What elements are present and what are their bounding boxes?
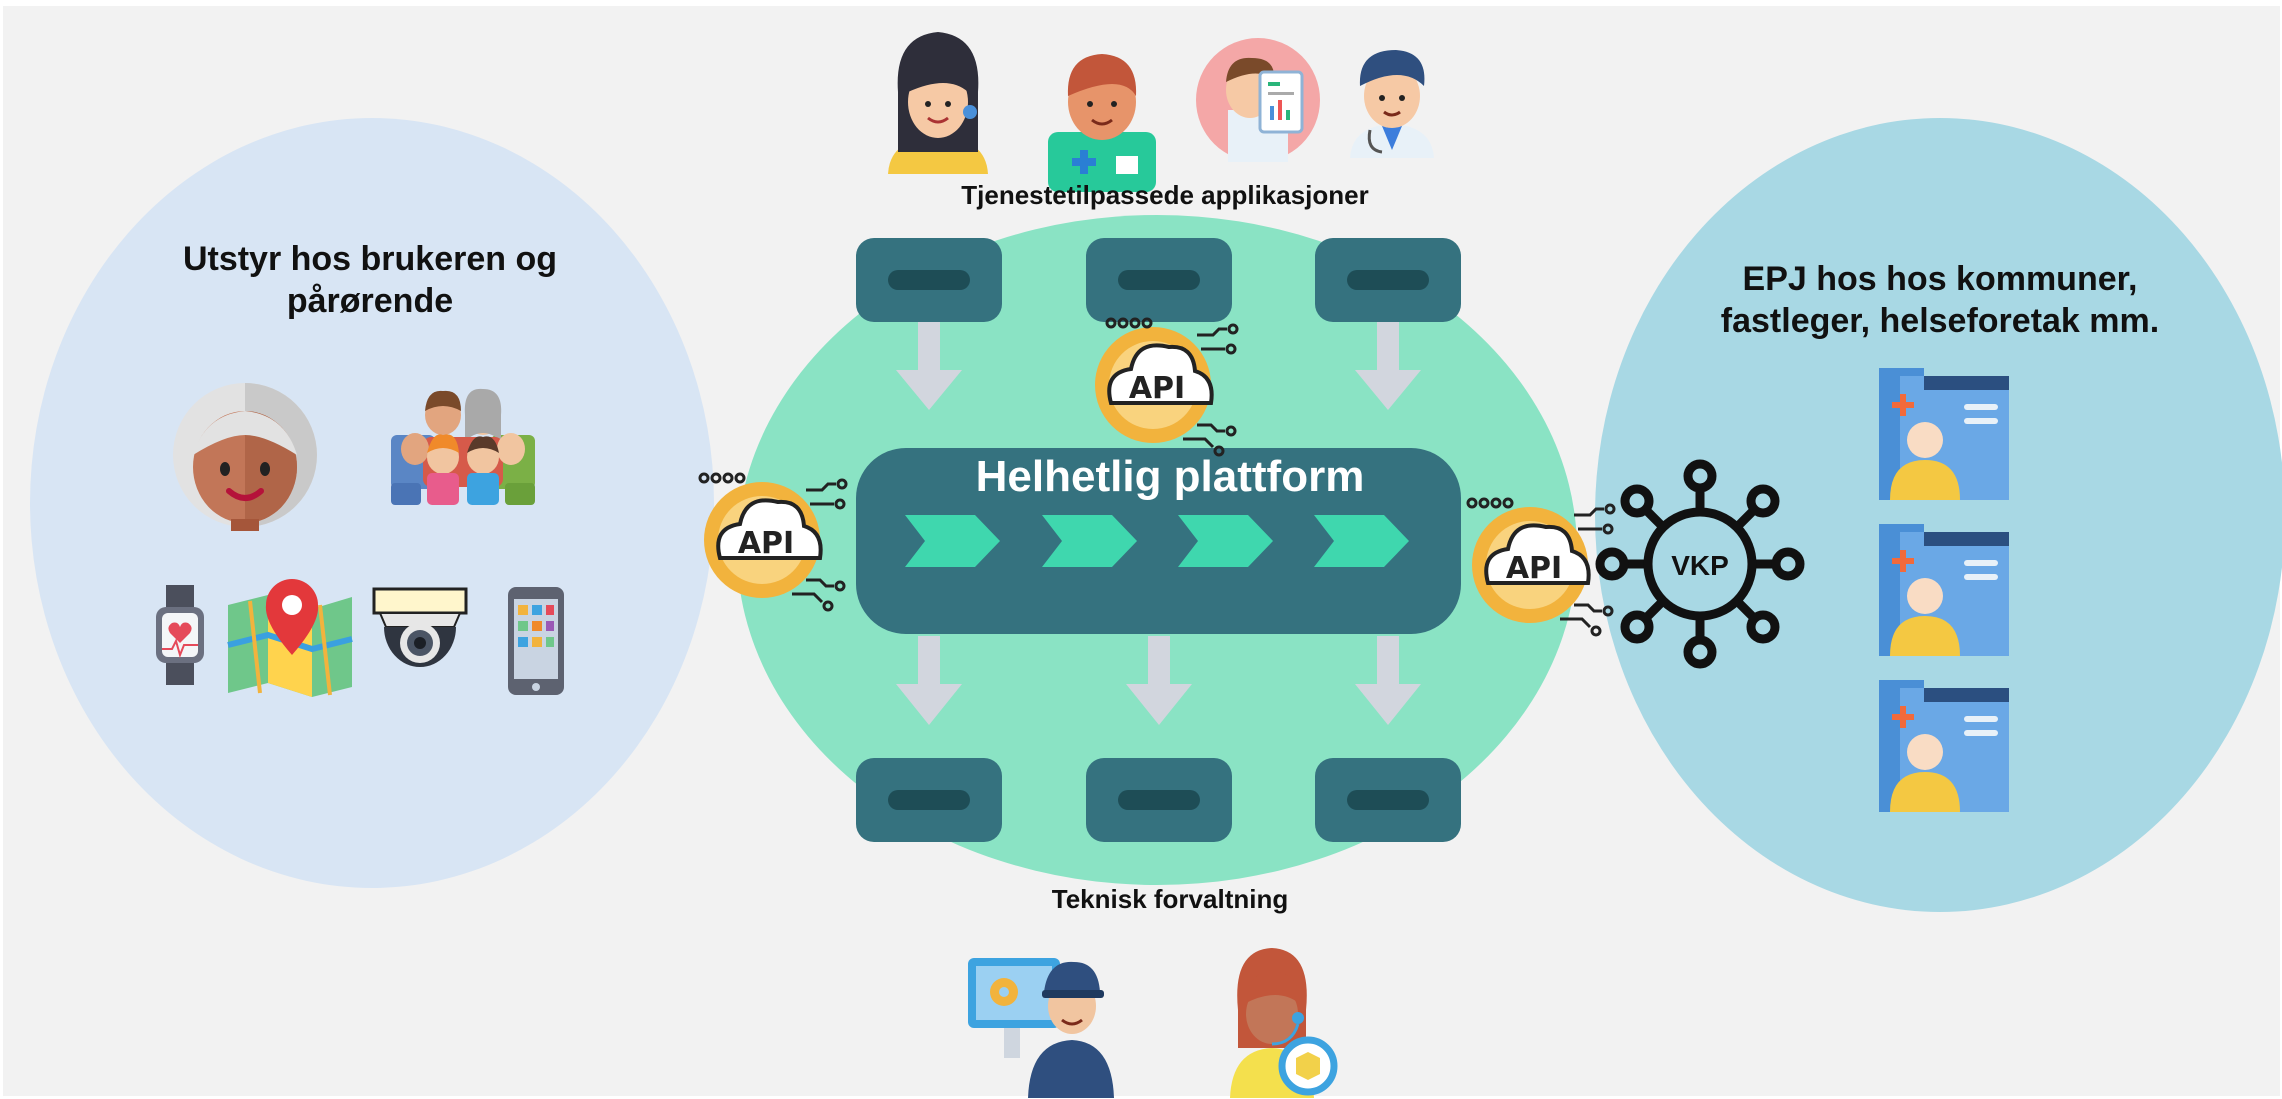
platform-chevron-1 — [905, 515, 1000, 567]
bottom-box-3 — [1315, 758, 1461, 842]
user-equipment-title: Utstyr hos brukeren og pårørende — [182, 240, 558, 320]
api-label-right: API — [1506, 551, 1562, 586]
mobile-phone-icon — [508, 587, 564, 695]
down-arrow-top-1 — [896, 322, 962, 410]
vkp-label: VKP — [1671, 550, 1729, 581]
platform-chevron-2 — [1042, 515, 1137, 567]
epj-circle — [1595, 118, 2282, 912]
technician-with-monitor-icon — [968, 958, 1114, 1098]
map-icon — [227, 579, 353, 697]
user-equipment-circle — [30, 118, 714, 888]
call-center-agent-icon — [888, 32, 988, 174]
applications-label: Tjenestetilpassede applikasjoner — [961, 180, 1369, 210]
top-app-box-1 — [856, 238, 1002, 322]
epj-record-icon-3 — [1879, 680, 2009, 812]
down-arrow-bottom-2 — [1126, 636, 1192, 725]
down-arrow-top-3 — [1355, 322, 1421, 410]
api-label-left: API — [738, 526, 794, 561]
family-icon — [391, 388, 535, 505]
doctor-with-chart-icon — [1196, 38, 1320, 162]
technical-management-label: Teknisk forvaltning — [1051, 884, 1289, 914]
api-cloud-icon-left: API — [698, 472, 848, 612]
down-arrow-bottom-1 — [896, 636, 962, 725]
top-app-box-3 — [1315, 238, 1461, 322]
doctor-icon — [1350, 50, 1434, 158]
platform-chevron-4 — [1314, 515, 1409, 567]
api-cloud-icon-top: API — [1095, 317, 1239, 457]
platform-bar — [856, 448, 1461, 634]
top-app-box-2 — [1086, 238, 1232, 322]
epj-record-icon-1 — [1879, 368, 2009, 500]
support-agent-icon — [1230, 948, 1338, 1098]
api-cloud-icon-right: API — [1466, 497, 1616, 637]
bottom-box-2 — [1086, 758, 1232, 842]
platform-title: Helhetlig plattform — [975, 452, 1365, 501]
nurse-icon — [1048, 54, 1156, 192]
api-label-top: API — [1129, 371, 1185, 406]
security-camera-icon — [372, 587, 468, 667]
smart-watch-icon — [156, 585, 204, 685]
platform-chevron-3 — [1178, 515, 1273, 567]
epj-record-icon-2 — [1879, 524, 2009, 656]
elderly-woman-icon — [173, 383, 317, 531]
bottom-box-1 — [856, 758, 1002, 842]
vkp-hub-icon — [1595, 459, 1805, 669]
epj-title: EPJ hos hos kommuner, fastleger, helsefo… — [1720, 260, 2160, 340]
down-arrow-bottom-3 — [1355, 636, 1421, 725]
